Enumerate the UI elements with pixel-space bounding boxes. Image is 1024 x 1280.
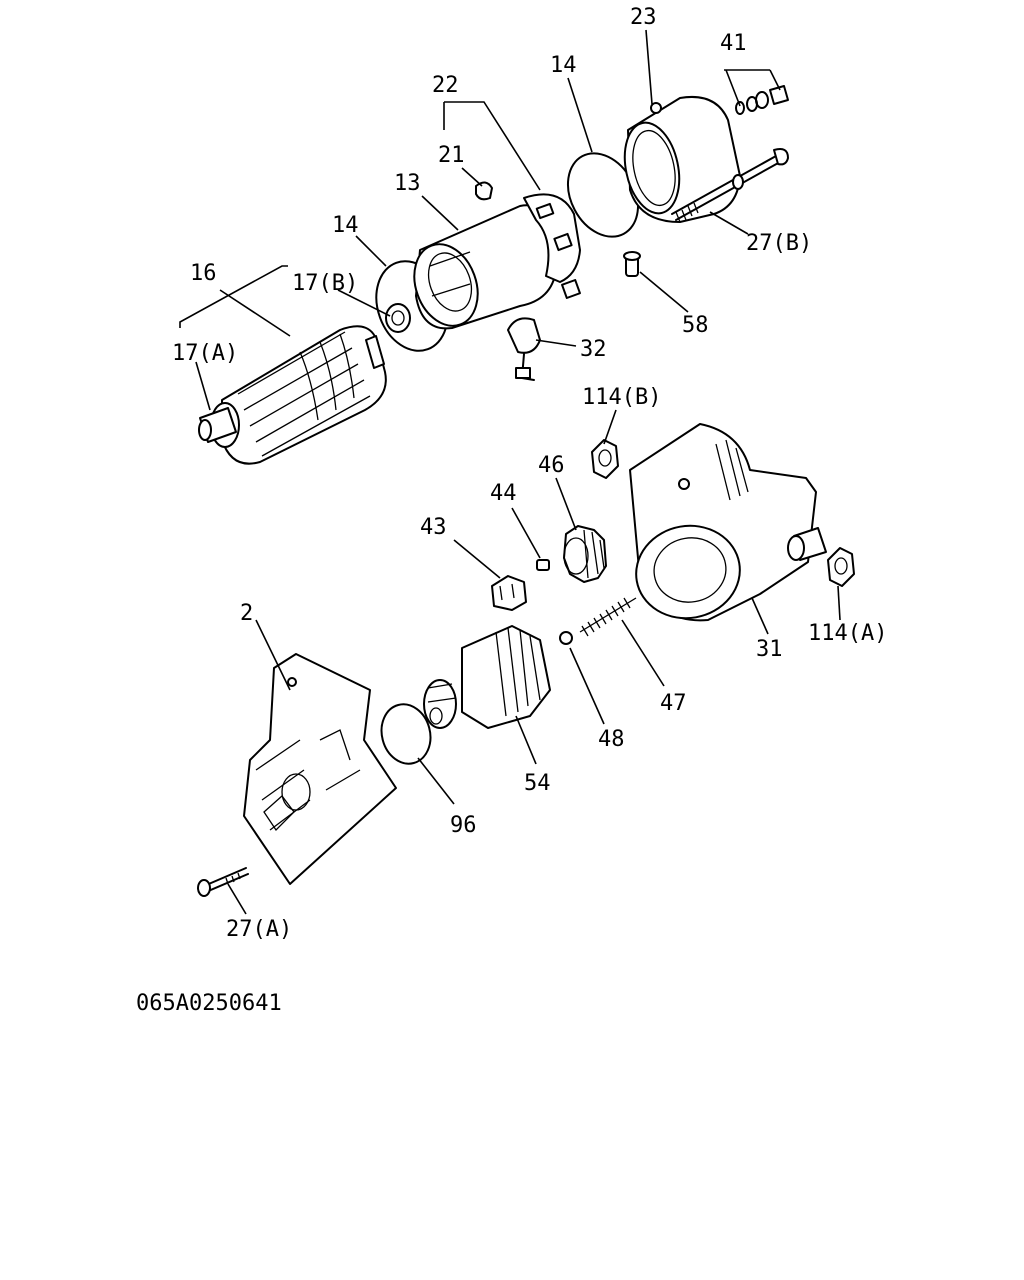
callout-16: 16 (190, 261, 217, 286)
callout-14-top: 14 (550, 53, 577, 78)
callout-27b: 27(B) (746, 231, 812, 256)
callout-17b: 17(B) (292, 271, 358, 296)
retainer-part-43 (491, 575, 527, 611)
pin-part-44 (536, 559, 550, 571)
callout-14-left: 14 (332, 213, 359, 238)
bearing-part-17b (385, 303, 411, 333)
callout-17a: 17(A) (172, 341, 238, 366)
through-bolt-part-27b (671, 148, 789, 223)
o-ring-part-96 (380, 703, 432, 765)
callout-43: 43 (420, 515, 447, 540)
callout-21: 21 (438, 143, 465, 168)
callout-27a: 27(A) (226, 917, 292, 942)
callout-48: 48 (598, 727, 625, 752)
clip-part-21 (475, 181, 493, 201)
armature-part-16 (198, 325, 387, 465)
callout-31: 31 (756, 637, 783, 662)
screw-set-part-41 (735, 85, 789, 115)
callout-47: 47 (660, 691, 687, 716)
callout-22: 22 (432, 73, 459, 98)
pinion-clutch-part-54 (423, 625, 551, 729)
callout-23: 23 (630, 5, 657, 30)
callout-13: 13 (394, 171, 421, 196)
brush-holder-part-22 (523, 193, 581, 299)
callout-58: 58 (682, 313, 709, 338)
callout-41: 41 (720, 31, 747, 56)
housing-part-31 (629, 423, 827, 622)
drawing-code: 065A0250641 (136, 991, 282, 1016)
callout-114a: 114(A) (808, 621, 887, 646)
callout-96: 96 (450, 813, 477, 838)
callout-44: 44 (490, 481, 517, 506)
callout-114b: 114(B) (582, 385, 661, 410)
bolt-part-27a (197, 867, 249, 897)
ball-part-48 (559, 631, 573, 645)
drive-housing-part-2 (243, 653, 397, 885)
leader-lines (179, 29, 841, 915)
brush-part-32 (507, 317, 541, 381)
plug-part-58 (623, 251, 641, 277)
nut-part-114b (591, 439, 619, 479)
callout-2: 2 (240, 601, 253, 626)
callout-54: 54 (524, 771, 551, 796)
spring-part-47 (579, 597, 637, 637)
end-cover-part-23 (623, 96, 741, 223)
nut-part-114a (827, 547, 855, 587)
callout-46: 46 (538, 453, 565, 478)
callout-32: 32 (580, 337, 607, 362)
gear-part-46 (563, 525, 607, 583)
yoke-part-13 (413, 204, 557, 330)
